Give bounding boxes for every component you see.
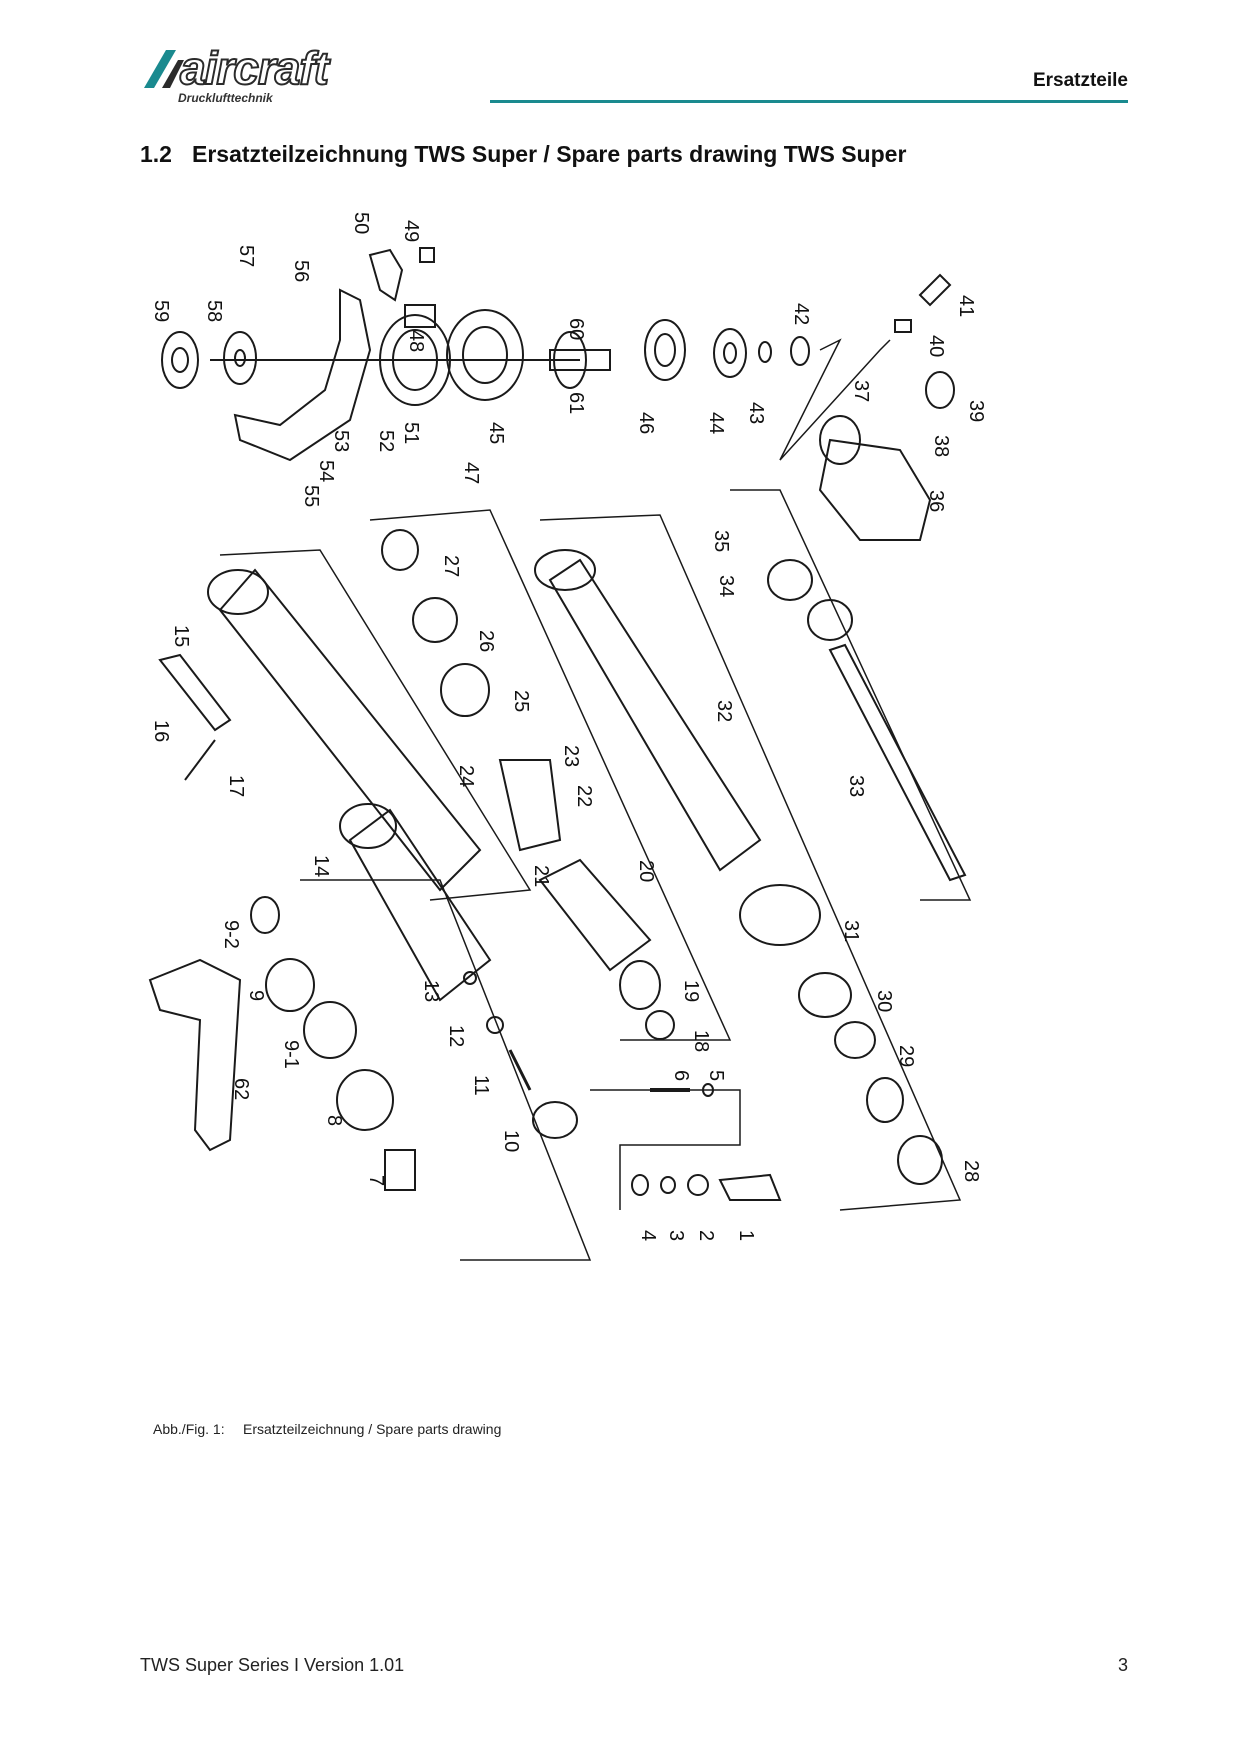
logo-subtitle: Drucklufttechnik [178, 91, 273, 105]
part-number-15: 15 [170, 625, 192, 647]
part-number-61: 61 [565, 392, 587, 414]
part-number-3: 3 [665, 1230, 687, 1241]
part-number-1: 1 [735, 1230, 757, 1241]
part-number-51: 51 [400, 422, 422, 444]
part-number-8: 8 [323, 1115, 345, 1126]
part-number-9-2: 9-2 [220, 920, 242, 949]
part-number-39: 39 [965, 400, 987, 422]
part-number-47: 47 [460, 462, 482, 484]
aircraft-logo: aircraft Drucklufttechnik [140, 42, 370, 114]
part-number-18: 18 [690, 1030, 712, 1052]
part-number-19: 19 [680, 980, 702, 1002]
part-number-37: 37 [850, 380, 872, 402]
part-number-62: 62 [230, 1078, 252, 1100]
part-number-5: 5 [705, 1070, 727, 1081]
logo-wordmark: aircraft [179, 42, 330, 94]
part-number-46: 46 [635, 412, 657, 434]
part-number-60: 60 [565, 318, 587, 340]
part-number-24: 24 [455, 765, 477, 787]
part-number-27: 27 [440, 555, 462, 577]
part-number-43: 43 [745, 402, 767, 424]
lower-assembly [148, 879, 782, 1261]
part-number-31: 31 [840, 920, 862, 942]
part-number-17: 17 [225, 775, 247, 797]
part-number-28: 28 [960, 1160, 982, 1182]
part-number-16: 16 [150, 720, 172, 742]
part-number-11: 11 [470, 1075, 492, 1096]
part-number-54: 54 [315, 460, 337, 482]
part-number-36: 36 [925, 490, 947, 512]
part-number-56: 56 [290, 260, 312, 282]
part-number-41: 41 [955, 295, 977, 317]
page-title: 1.2 Ersatzteilzeichnung TWS Super / Spare… [140, 141, 906, 168]
part-number-48: 48 [405, 330, 427, 352]
logo-mark-icon [144, 50, 184, 88]
part-number-25: 25 [510, 690, 532, 712]
part-number-30: 30 [873, 990, 895, 1012]
part-number-38: 38 [930, 435, 952, 457]
section-title: Ersatzteilzeichnung TWS Super / Spare pa… [192, 141, 907, 167]
part-number-57: 57 [235, 245, 257, 267]
part-number-2: 2 [695, 1230, 717, 1241]
section-number: 1.2 [140, 141, 172, 167]
figure-label: Abb./Fig. 1: [153, 1421, 225, 1437]
part-number-32: 32 [713, 700, 735, 722]
part-number-42: 42 [790, 303, 812, 325]
part-number-29: 29 [895, 1045, 917, 1067]
part-number-44: 44 [705, 412, 727, 434]
part-number-26: 26 [475, 630, 497, 652]
part-number-40: 40 [925, 335, 947, 357]
top-assembly [161, 247, 955, 541]
part-number-45: 45 [485, 422, 507, 444]
part-number-35: 35 [710, 530, 732, 552]
part-number-20: 20 [635, 860, 657, 882]
part-number-6: 6 [670, 1070, 692, 1081]
part-number-55: 55 [300, 485, 322, 507]
part-number-59: 59 [150, 300, 172, 322]
part-number-9-1: 9-1 [280, 1040, 302, 1069]
part-number-22: 22 [573, 785, 595, 807]
part-number-14: 14 [310, 855, 332, 877]
part-number-23: 23 [560, 745, 582, 767]
part-number-labels: 1234567899-19-21011121314151617181920212… [150, 212, 987, 1241]
part-number-10: 10 [500, 1130, 522, 1152]
figure-caption: Abb./Fig. 1: Ersatzteilzeichnung / Spare … [153, 1421, 501, 1437]
page-header: aircraft Drucklufttechnik Ersatzteile [0, 0, 1240, 110]
part-number-7: 7 [365, 1175, 387, 1186]
part-number-4: 4 [637, 1230, 659, 1241]
footer-version: TWS Super Series I Version 1.01 [140, 1655, 405, 1675]
part-number-58: 58 [203, 300, 225, 322]
part-number-34: 34 [715, 575, 737, 597]
part-number-9: 9 [245, 990, 267, 1001]
header-rule [490, 100, 1128, 103]
page-number: 3 [1117, 1655, 1128, 1675]
part-number-13: 13 [420, 980, 442, 1002]
section-label: Ersatzteile [1032, 70, 1128, 91]
part-number-52: 52 [375, 430, 397, 452]
part-number-33: 33 [845, 775, 867, 797]
part-number-12: 12 [445, 1025, 467, 1047]
exploded-view-svg: 1234567899-19-21011121314151617181920212… [148, 212, 987, 1261]
figure-text: Ersatzteilzeichnung / Spare parts drawin… [243, 1421, 502, 1437]
part-number-53: 53 [330, 430, 352, 452]
part-number-49: 49 [400, 220, 422, 242]
part-number-50: 50 [350, 212, 372, 234]
housing-assembly [158, 489, 972, 1211]
part-number-21: 21 [530, 865, 552, 887]
